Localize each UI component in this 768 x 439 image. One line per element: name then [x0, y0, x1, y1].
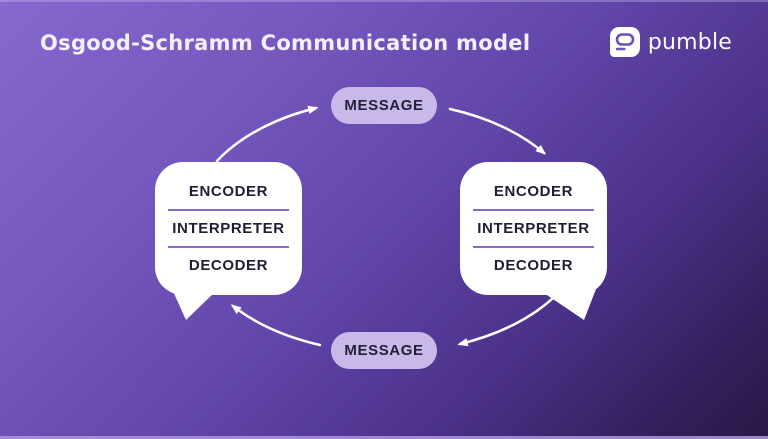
bottom-edge-highlight — [0, 436, 768, 439]
top-edge-highlight — [0, 0, 768, 2]
pumble-chat-bubble-icon — [609, 27, 640, 57]
left-encoder-label: ENCODER — [188, 183, 269, 200]
arrow-left-bubble-to-top-message — [215, 105, 319, 163]
left-decoder-label: DECODER — [188, 257, 269, 274]
right-communicator-bubble: ENCODER INTERPRETER DECODER — [460, 162, 607, 320]
message-pill-top: MESSAGE — [331, 87, 437, 124]
message-pill-bottom: MESSAGE — [331, 332, 437, 369]
page-title: Osgood-Schramm Communication model — [40, 31, 531, 55]
divider-line — [473, 246, 594, 248]
arrow-bottom-message-to-left-bubble — [230, 304, 322, 347]
left-interpreter-label: INTERPRETER — [172, 220, 285, 237]
pumble-logo: pumble — [609, 26, 732, 58]
left-communicator-bubble: ENCODER INTERPRETER DECODER — [155, 162, 302, 320]
arrow-top-message-to-right-bubble — [448, 107, 547, 155]
divider-line — [168, 246, 289, 248]
pumble-logo-text: pumble — [647, 29, 732, 55]
right-encoder-label: ENCODER — [493, 183, 574, 200]
right-decoder-label: DECODER — [493, 257, 574, 274]
left-bubble-tail — [172, 289, 218, 320]
right-interpreter-label: INTERPRETER — [477, 220, 590, 237]
divider-line — [473, 209, 594, 211]
right-bubble-tail — [538, 289, 596, 320]
divider-line — [168, 209, 289, 211]
